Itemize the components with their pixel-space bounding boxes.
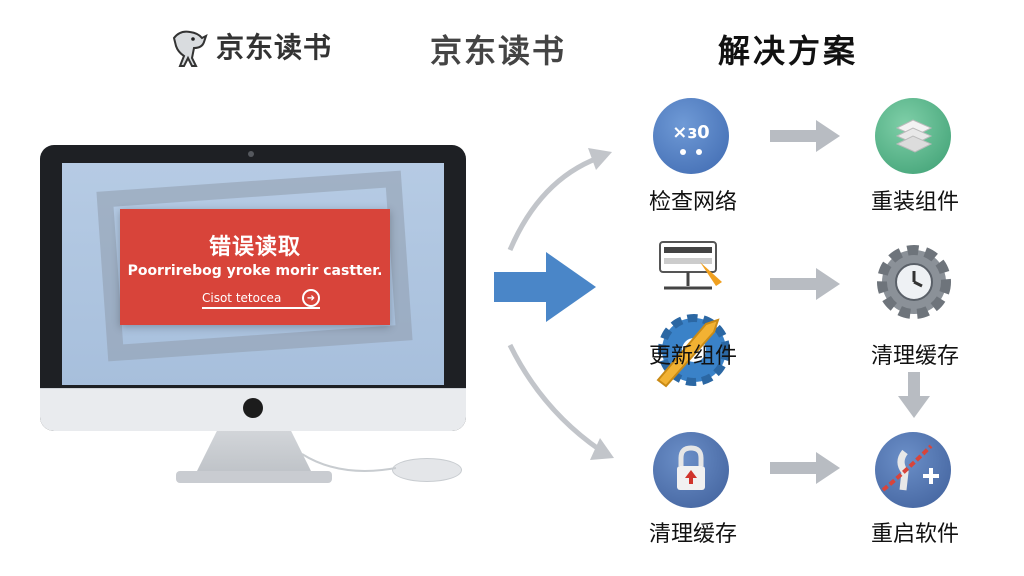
wrench-gear-icon <box>648 302 738 392</box>
monitor-stand <box>196 431 312 473</box>
error-link-text: Cisot tetocea <box>202 291 282 305</box>
solutions-title: 解决方案 <box>718 32 859 70</box>
server-network-icon <box>650 238 740 300</box>
monitor-base <box>176 471 332 483</box>
arrow-down-icon <box>898 372 930 418</box>
stack-icon <box>875 98 951 174</box>
label-clear-cache-2: 清理缓存 <box>648 522 737 547</box>
arrow-right-icon <box>770 452 840 484</box>
restart-icon <box>875 432 951 508</box>
mouse-cable <box>301 453 397 472</box>
brand-name: 京东读书 <box>216 31 333 64</box>
error-dialog: 错误读取 Poorrirebog yroke morir castter. Ci… <box>120 209 390 325</box>
monitor-screen: 错误读取 Poorrirebog yroke morir castter. Ci… <box>62 163 444 385</box>
brand-logo: 京东读书 <box>166 24 466 68</box>
gear-clock-icon <box>872 240 956 324</box>
label-restart-software: 重启软件 <box>870 522 959 547</box>
center-title: 京东读书 <box>430 32 567 70</box>
error-title: 错误读取 <box>208 235 301 260</box>
jd-dog-logo-icon <box>172 30 208 67</box>
power-button-icon <box>243 398 263 418</box>
label-update-component: 更新组件 <box>648 344 737 369</box>
arrow-right-icon <box>770 268 840 300</box>
error-link[interactable]: Cisot tetocea ➜ <box>202 289 320 309</box>
lock-icon <box>653 432 729 508</box>
svg-text:×ɜ0: ×ɜ0 <box>672 122 709 143</box>
camera-dot <box>248 151 254 157</box>
error-message: Poorrirebog yroke morir castter. <box>127 263 383 279</box>
arrow-right-icon: ➜ <box>302 289 320 307</box>
label-reinstall-component: 重装组件 <box>870 190 959 215</box>
mouse-icon <box>392 458 462 482</box>
flow-arrows <box>494 148 614 460</box>
arrow-right-icon <box>770 120 840 152</box>
label-clear-cache-1: 清理缓存 <box>870 344 959 369</box>
network-icon: ×ɜ0 <box>653 98 729 174</box>
label-check-network: 检查网络 <box>648 190 737 215</box>
